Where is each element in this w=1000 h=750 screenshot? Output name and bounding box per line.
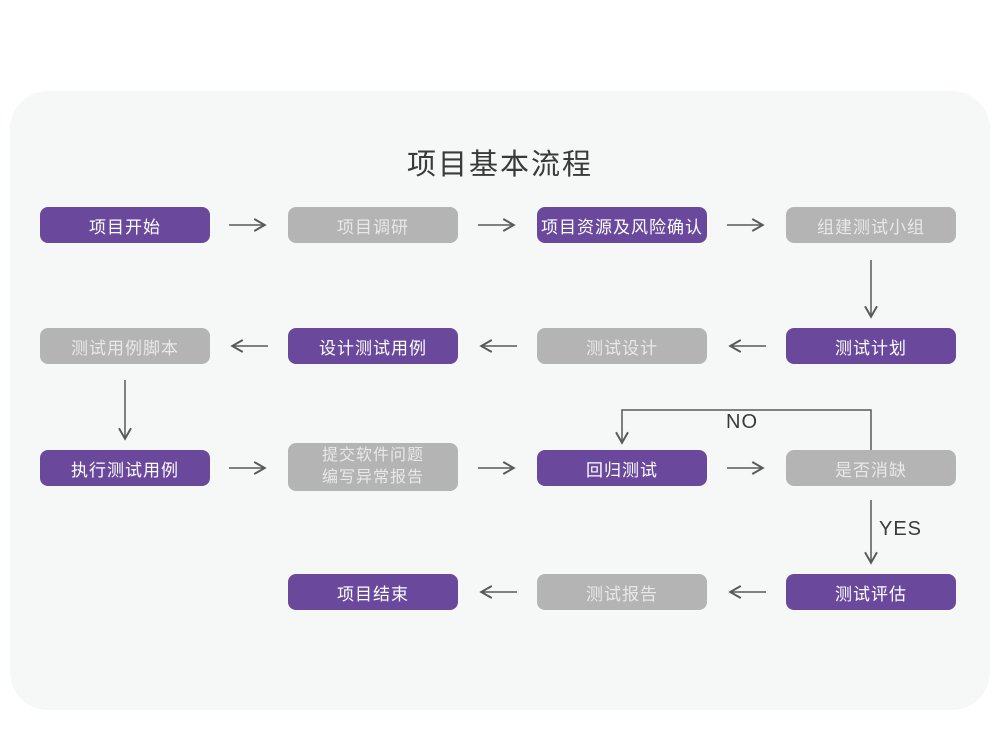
node-design-test-case: 设计测试用例 [288, 328, 458, 364]
page-title: 项目基本流程 [406, 149, 593, 181]
flowchart-card [10, 91, 990, 710]
node-build-test-team: 组建测试小组 [786, 207, 956, 243]
edge-label-no: NO [726, 411, 758, 433]
node-test-design: 测试设计 [537, 328, 707, 364]
node-test-plan: 测试计划 [786, 328, 956, 364]
node-project-research: 项目调研 [288, 207, 458, 243]
node-resource-risk-confirm: 项目资源及风险确认 [537, 207, 707, 243]
node-test-report: 测试报告 [537, 574, 707, 610]
node-test-evaluation: 测试评估 [786, 574, 956, 610]
node-submit-issues-report: 提交软件问题 编写异常报告 [288, 443, 458, 491]
node-project-start: 项目开始 [40, 207, 210, 243]
node-test-case-script: 测试用例脚本 [40, 328, 210, 364]
node-regression-test: 回归测试 [537, 450, 707, 486]
node-execute-test-case: 执行测试用例 [40, 450, 210, 486]
edge-label-yes: YES [879, 518, 923, 540]
node-defect-resolved: 是否消缺 [786, 450, 956, 486]
node-project-end: 项目结束 [288, 574, 458, 610]
